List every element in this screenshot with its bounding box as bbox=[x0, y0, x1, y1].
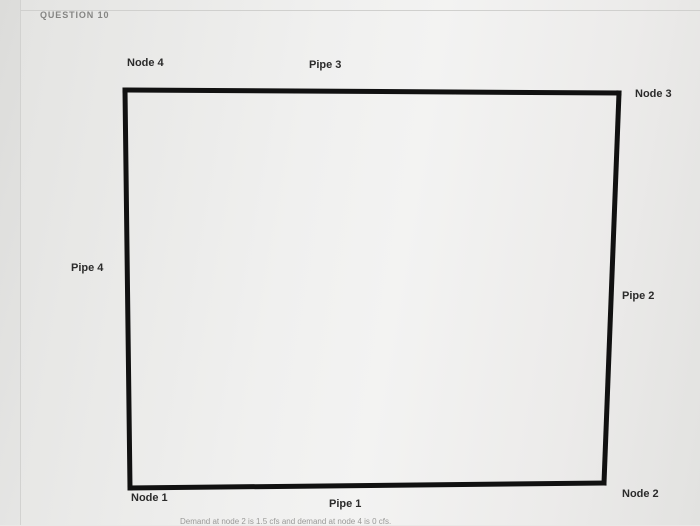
pipe-3-label: Pipe 3 bbox=[309, 59, 342, 71]
header-divider bbox=[20, 10, 700, 11]
node-3-label: Node 3 bbox=[635, 88, 672, 100]
node-1-label: Node 1 bbox=[131, 492, 168, 504]
question-footnote: Demand at node 2 is 1.5 cfs and demand a… bbox=[180, 517, 392, 526]
pipe-2-line bbox=[601, 90, 622, 486]
pipe-1-label: Pipe 1 bbox=[329, 498, 362, 510]
question-page bbox=[20, 0, 700, 525]
pipe-2-label: Pipe 2 bbox=[622, 290, 655, 302]
pipe-1-line bbox=[127, 480, 607, 491]
pipe-4-label: Pipe 4 bbox=[71, 262, 104, 274]
node-4-label: Node 4 bbox=[127, 57, 164, 69]
question-title: QUESTION 10 bbox=[40, 10, 110, 20]
pipe-4-line bbox=[122, 87, 133, 491]
pipe-3-line bbox=[122, 87, 622, 96]
node-2-label: Node 2 bbox=[622, 488, 659, 500]
